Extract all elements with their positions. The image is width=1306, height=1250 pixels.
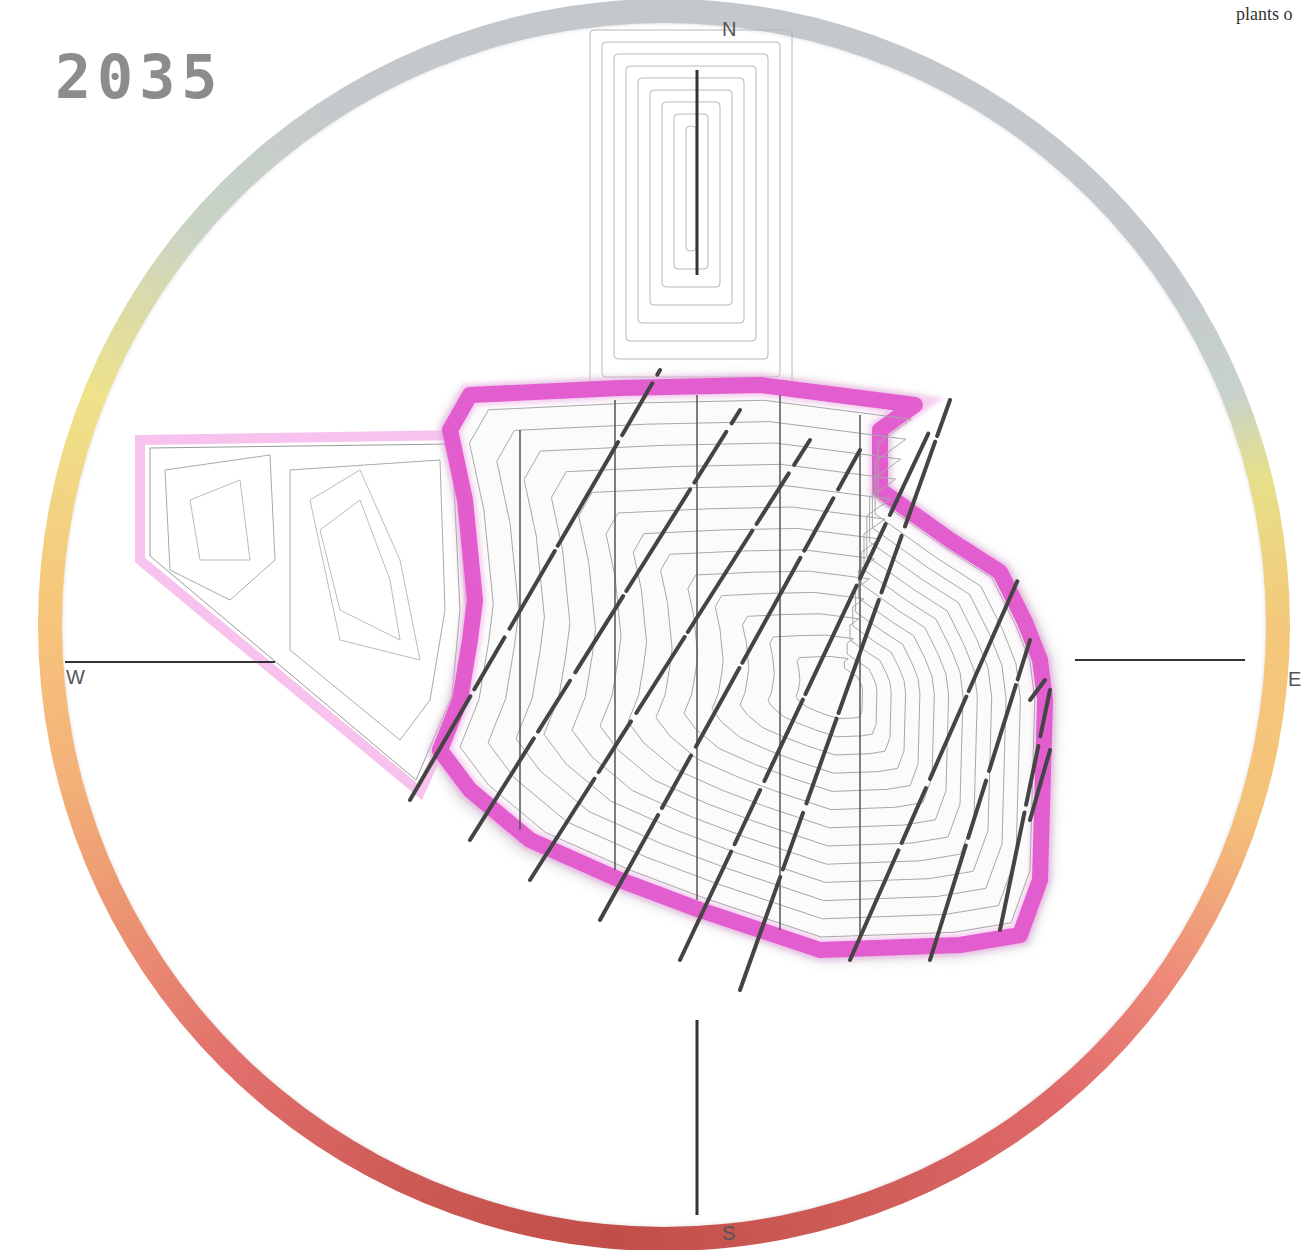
contour bbox=[626, 66, 756, 341]
hatch-line bbox=[930, 640, 1030, 960]
contour bbox=[650, 90, 732, 305]
contour bbox=[602, 42, 780, 377]
west-basin bbox=[140, 435, 470, 792]
contour bbox=[684, 571, 920, 791]
hatch-lines bbox=[410, 370, 1050, 990]
compass-label: N bbox=[722, 18, 736, 41]
hatch-line bbox=[740, 400, 950, 990]
hatch-line bbox=[600, 450, 860, 920]
hatch-line bbox=[680, 430, 930, 960]
contour bbox=[516, 443, 1006, 901]
contour bbox=[614, 54, 768, 359]
contour bbox=[740, 614, 891, 755]
contour bbox=[488, 422, 1020, 919]
contour-lines bbox=[460, 400, 1035, 937]
compass-lines bbox=[65, 70, 1245, 1215]
contour bbox=[662, 102, 720, 287]
contour bbox=[544, 464, 992, 882]
hatch-line bbox=[1000, 690, 1050, 930]
hatch-line bbox=[1030, 680, 1045, 700]
contour bbox=[460, 400, 1035, 937]
body-text: plants o bbox=[1236, 4, 1293, 25]
hatch-line bbox=[470, 410, 740, 840]
contour bbox=[796, 657, 863, 719]
north-contours bbox=[590, 30, 792, 395]
contour bbox=[638, 78, 744, 323]
contour bbox=[590, 30, 792, 395]
contour bbox=[686, 126, 696, 251]
compass-label: S bbox=[722, 1222, 735, 1245]
hatch-line bbox=[530, 440, 810, 880]
year-title: 2035 bbox=[55, 42, 224, 112]
main-landform bbox=[428, 375, 1058, 962]
hatch-line bbox=[850, 575, 1020, 960]
compass-label: W bbox=[66, 666, 85, 689]
contour bbox=[674, 114, 708, 269]
compass-label: E bbox=[1288, 668, 1301, 691]
contour bbox=[600, 507, 963, 846]
grid-lines bbox=[520, 395, 860, 940]
hatch-line bbox=[1030, 750, 1050, 820]
